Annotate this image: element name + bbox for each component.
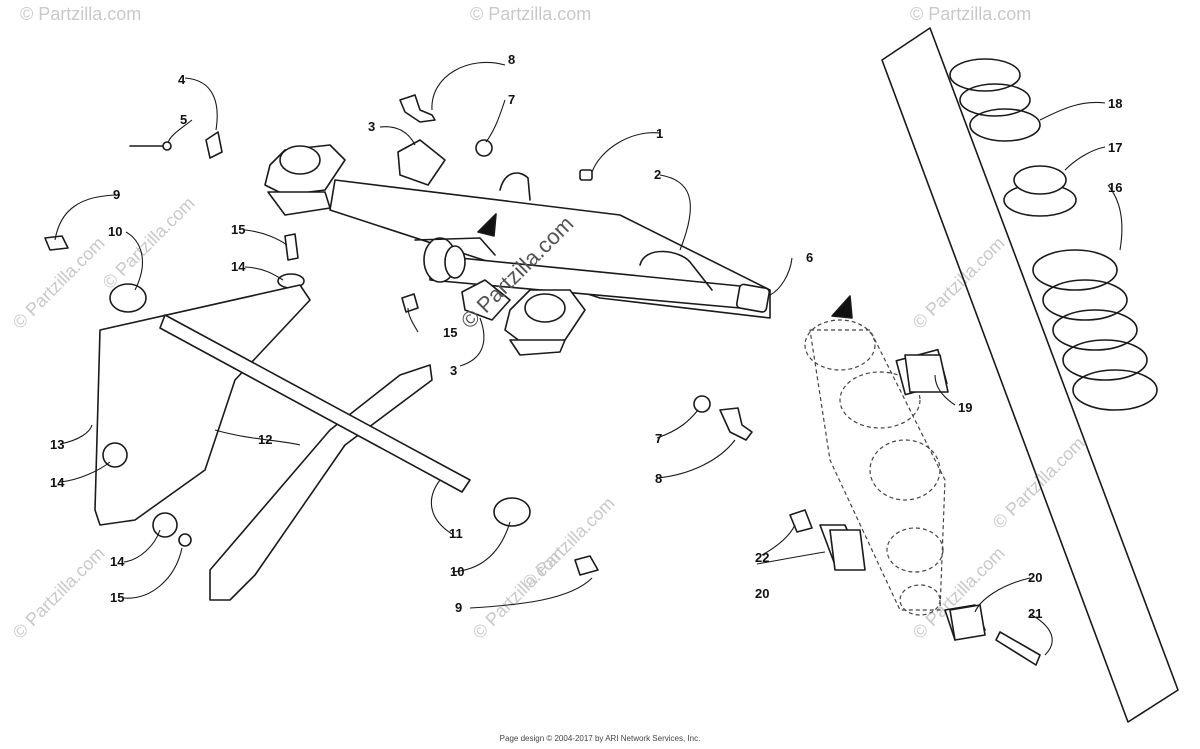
bumper-pad-3 bbox=[397, 139, 446, 186]
callout-14: 14 bbox=[110, 554, 125, 569]
watermark: © Partzilla.com bbox=[470, 4, 591, 24]
spring-collar-18 bbox=[1003, 165, 1077, 217]
bumper-bracket-top bbox=[264, 144, 346, 216]
callout-6: 6 bbox=[806, 250, 813, 265]
callout-19: 18 bbox=[1108, 96, 1122, 111]
bushings bbox=[829, 354, 1041, 666]
callout-9: 9 bbox=[113, 187, 120, 202]
callouts: 1 2 3 3 4 5 6 7 7 8 8 9 9 10 10 11 12 13… bbox=[50, 52, 1122, 621]
callout-22: 21 bbox=[1028, 606, 1042, 621]
callout-11: 11 bbox=[449, 526, 463, 541]
spring-panel-outline bbox=[881, 27, 1179, 723]
watermark: © Partzilla.com bbox=[9, 543, 109, 643]
callout-10: 10 bbox=[108, 224, 122, 239]
bumper-bracket-bottom bbox=[504, 289, 586, 356]
callout-15: 15 bbox=[110, 590, 124, 605]
callout-8: 8 bbox=[655, 471, 662, 486]
callout-16: 15 bbox=[231, 222, 245, 237]
page-footer: Page design © 2004-2017 by ARI Network S… bbox=[499, 734, 701, 743]
bumper-pad-3b bbox=[461, 279, 511, 321]
callout-15: 15 bbox=[443, 325, 457, 340]
callout-2: 2 bbox=[654, 167, 661, 182]
watermark: © Partzilla.com bbox=[519, 493, 619, 593]
watermark: © Partzilla.com bbox=[20, 4, 141, 24]
swing-arm-lower bbox=[44, 235, 599, 601]
swing-arm-upper bbox=[329, 172, 771, 319]
pointer-arrow bbox=[477, 213, 497, 237]
hardware-small bbox=[129, 94, 753, 441]
spring-17 bbox=[1032, 249, 1158, 411]
callout-14: 14 bbox=[50, 475, 65, 490]
callout-7: 7 bbox=[655, 431, 662, 446]
spring-19 bbox=[949, 58, 1041, 142]
callout-5: 5 bbox=[180, 112, 187, 127]
watermark: © Partzilla.com bbox=[909, 233, 1009, 333]
leader-lines bbox=[54, 61, 1123, 656]
callout-8: 8 bbox=[508, 52, 515, 67]
callout-4: 4 bbox=[178, 72, 186, 87]
callout-20: 20 bbox=[755, 586, 769, 601]
callout-18: 17 bbox=[1108, 140, 1122, 155]
callout-3: 3 bbox=[368, 119, 375, 134]
callout-1: 1 bbox=[656, 126, 663, 141]
callout-23: 22 bbox=[755, 550, 769, 565]
callout-7: 7 bbox=[508, 92, 515, 107]
callout-20: 19 bbox=[958, 400, 972, 415]
callout-21: 20 bbox=[1028, 570, 1042, 585]
pointer-arrow bbox=[831, 295, 853, 319]
callout-12: 12 bbox=[258, 432, 272, 447]
callout-10: 10 bbox=[450, 564, 464, 579]
callout-9: 9 bbox=[455, 600, 462, 615]
callout-14: 14 bbox=[231, 259, 246, 274]
callout-17: 16 bbox=[1108, 180, 1122, 195]
watermark: © Partzilla.com bbox=[99, 193, 199, 293]
callout-13: 13 bbox=[50, 437, 64, 452]
callout-3: 3 bbox=[450, 363, 457, 378]
watermark: © Partzilla.com bbox=[910, 4, 1031, 24]
